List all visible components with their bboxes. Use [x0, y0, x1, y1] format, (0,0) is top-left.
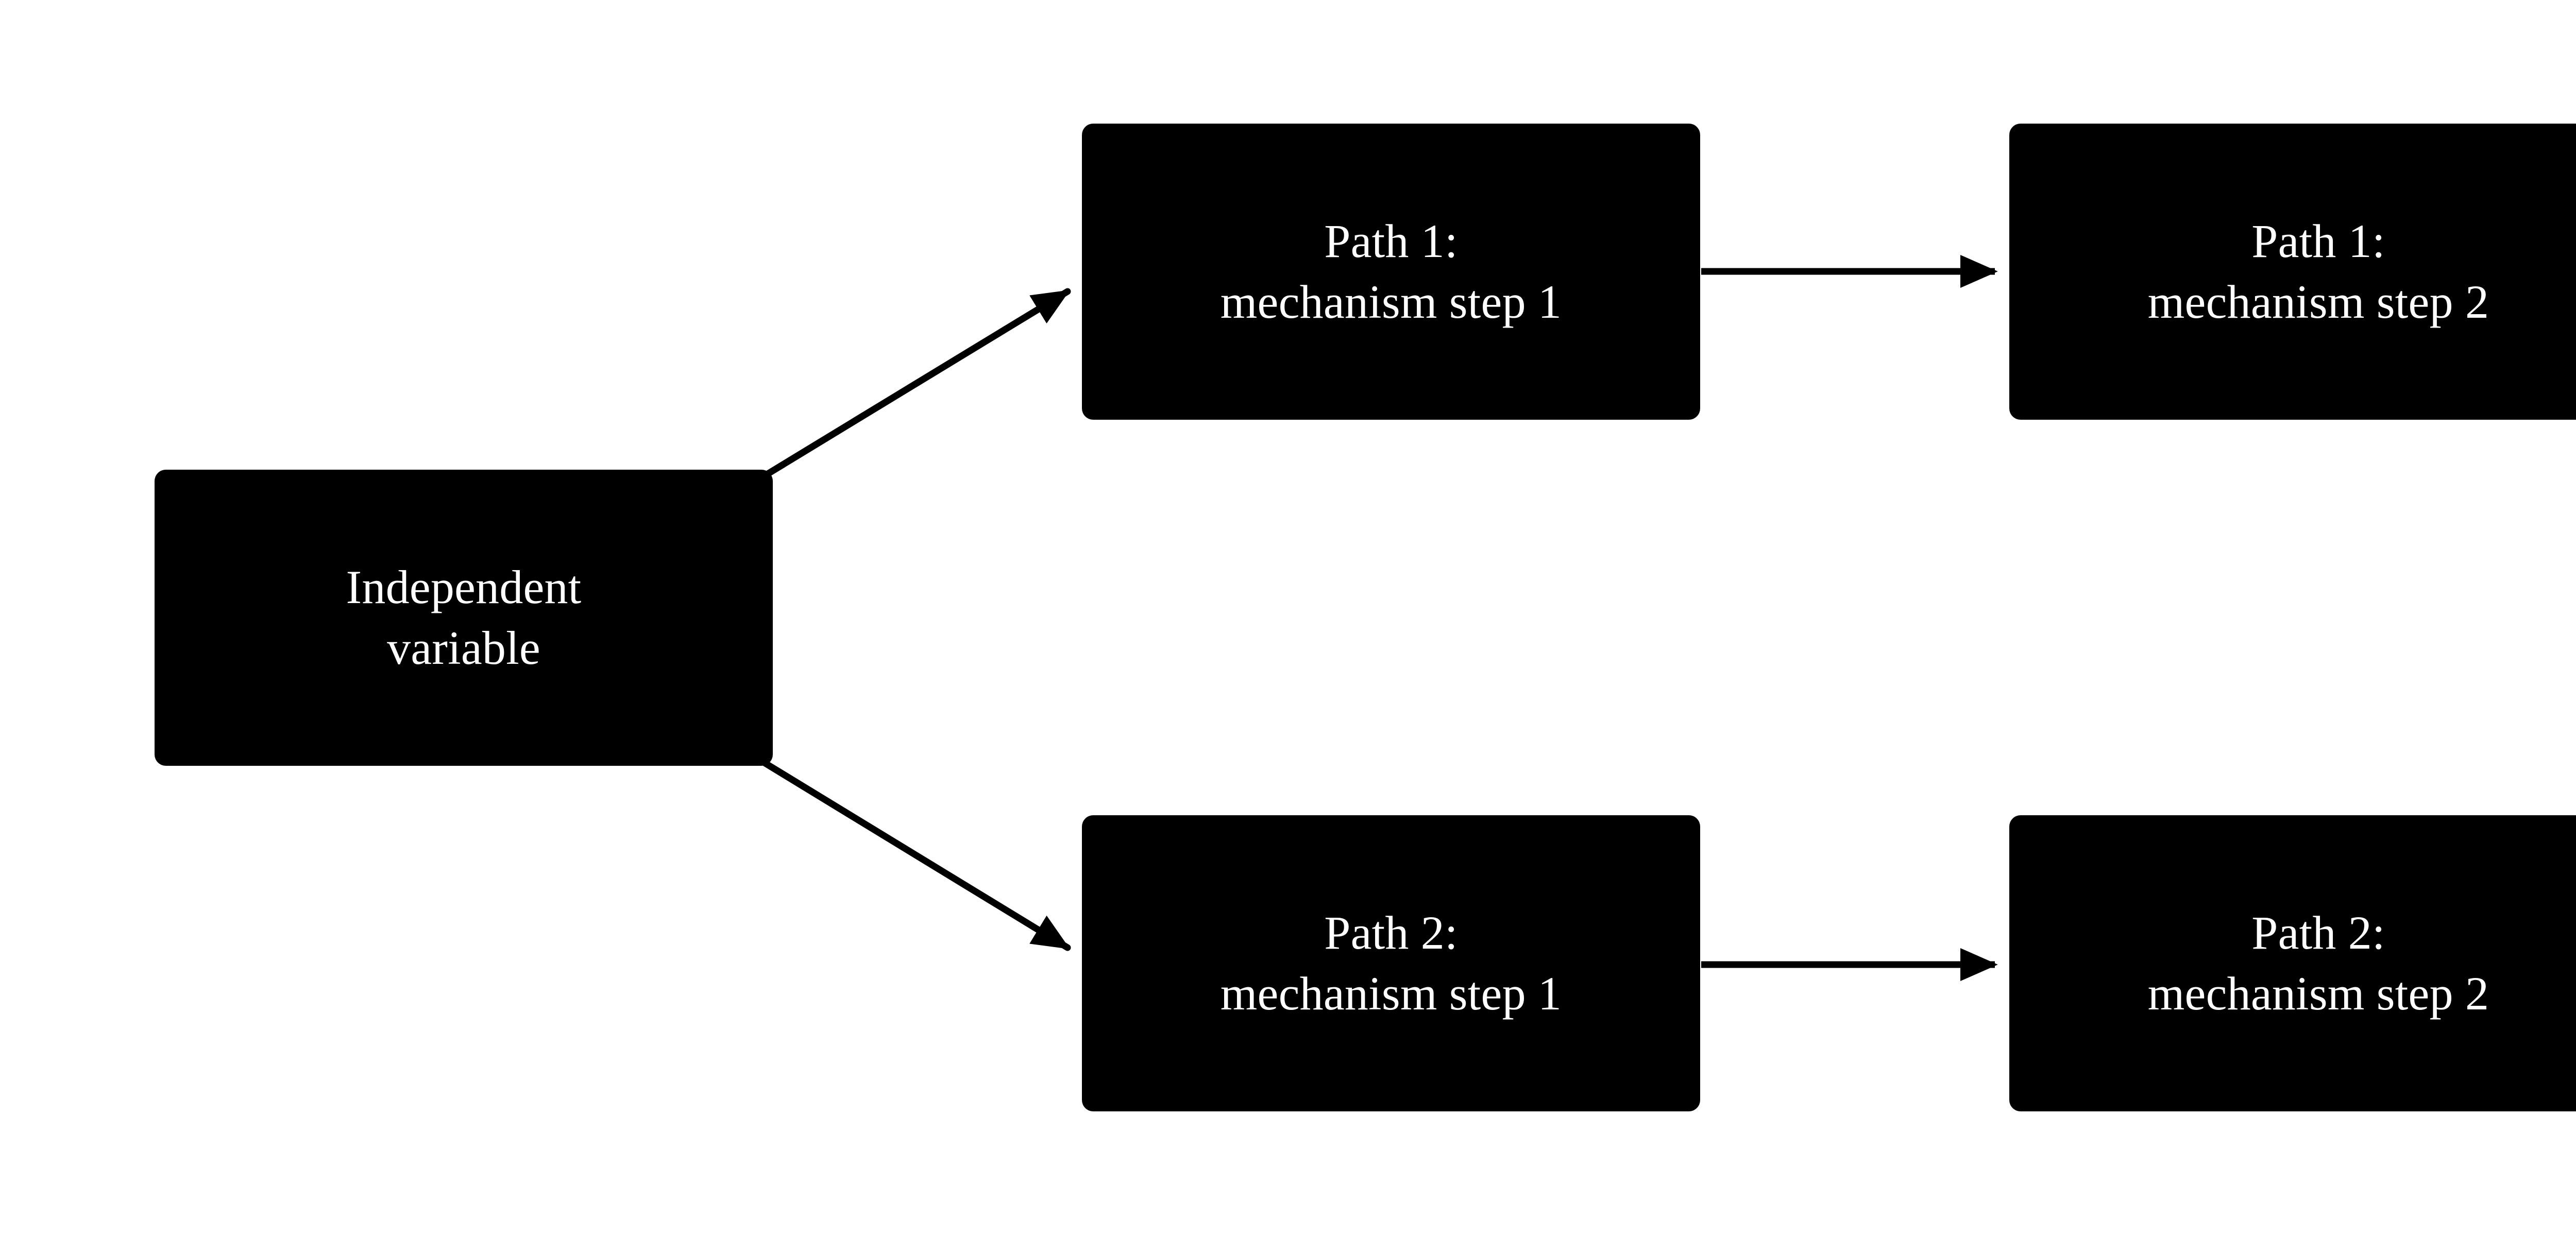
edge-independent-to-path1-step1 [760, 288, 1071, 480]
node-path-1-mechanism-step-2-line-1: Path 1: [2251, 214, 2385, 267]
node-path-2-mechanism-step-1-line-2: mechanism step 1 [1220, 967, 1562, 1020]
node-path-2-mechanism-step-2[interactable]: Path 2: mechanism step 2 [2009, 815, 2576, 1111]
node-path-2-mechanism-step-2-line-2: mechanism step 2 [2147, 967, 2489, 1020]
node-path-2-mechanism-step-1-line-1: Path 2: [1324, 906, 1458, 959]
node-path-1-mechanism-step-1-line-2: mechanism step 1 [1220, 275, 1562, 328]
node-path-1-mechanism-step-2[interactable]: Path 1: mechanism step 2 [2009, 124, 2576, 420]
node-path-2-mechanism-step-2-line-1: Path 2: [2251, 906, 2385, 959]
node-path-1-mechanism-step-1[interactable]: Path 1: mechanism step 1 [1082, 124, 1700, 420]
node-path-1-mechanism-step-2-line-2: mechanism step 2 [2147, 275, 2489, 328]
edge-independent-to-path2-step1 [760, 759, 1071, 951]
node-path-1-mechanism-step-1-line-1: Path 1: [1324, 214, 1458, 267]
node-independent-variable-line-2: variable [387, 621, 540, 674]
node-path-2-mechanism-step-1[interactable]: Path 2: mechanism step 1 [1082, 815, 1700, 1111]
node-independent-variable-line-1: Independent [346, 560, 582, 613]
node-independent-variable[interactable]: Independent variable [155, 470, 773, 766]
